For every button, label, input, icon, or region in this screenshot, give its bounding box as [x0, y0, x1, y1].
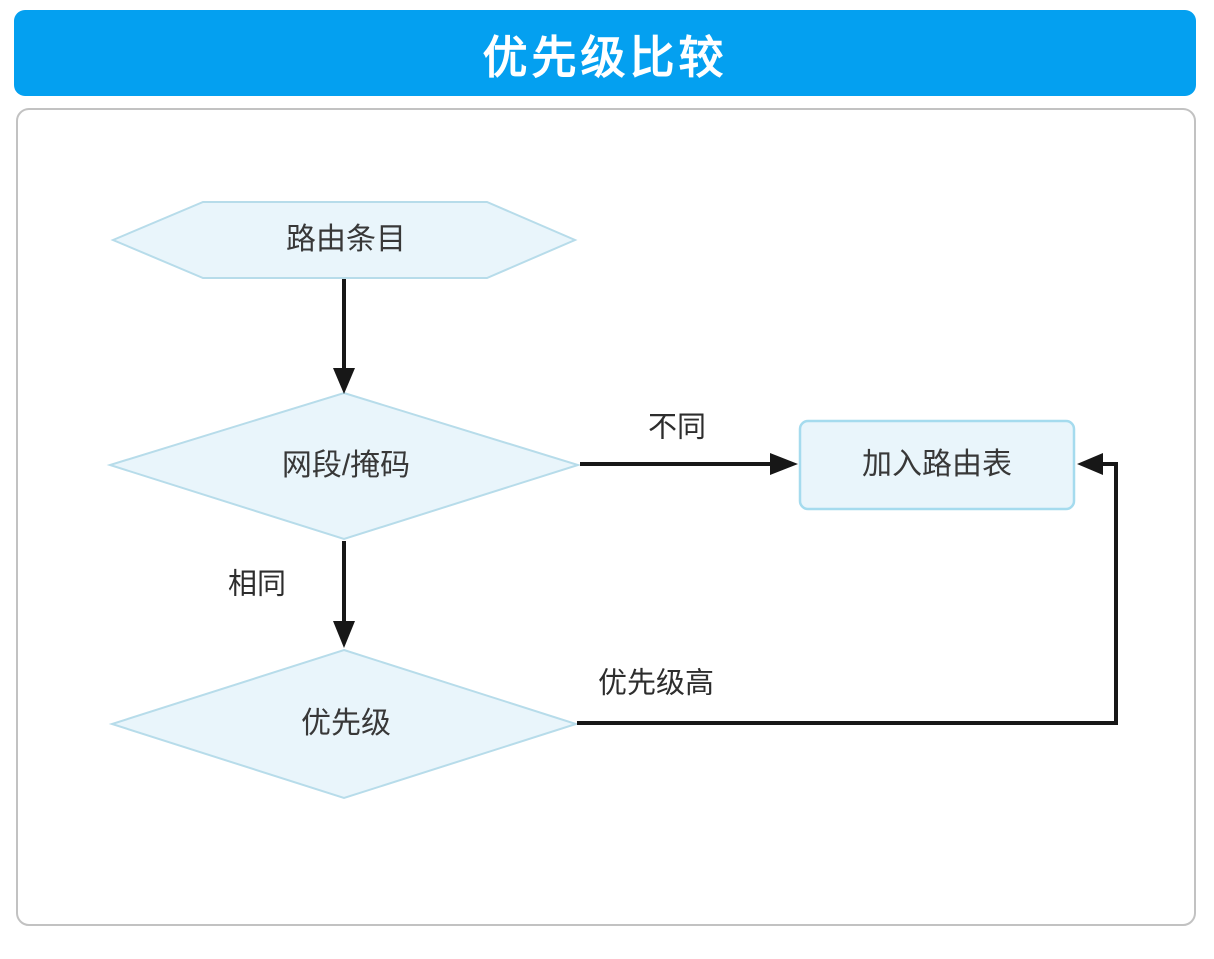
- node-add-route-table-label: 加入路由表: [862, 448, 1012, 481]
- arrowhead-down-icon: [333, 621, 355, 648]
- title-bar: 优先级比较: [14, 10, 1196, 96]
- node-priority-shape: [108, 648, 580, 800]
- node-route-entry-label: 路由条目: [286, 223, 406, 256]
- node-add-route-table-shape: [798, 419, 1076, 511]
- node-route-entry-shape: [110, 201, 578, 279]
- arrowhead-down-icon: [333, 368, 355, 394]
- arrowhead-right-icon: [770, 453, 798, 475]
- edge-label-same: 相同: [227, 568, 287, 601]
- edge-label-different: 不同: [647, 411, 707, 444]
- node-priority-label: 优先级: [301, 707, 391, 740]
- node-netmask-label: 网段/掩码: [281, 449, 411, 482]
- page-title: 优先级比较: [482, 32, 728, 83]
- edge-priority-to-add-route: [577, 462, 1118, 725]
- arrowhead-left-icon: [1077, 453, 1103, 475]
- edge-label-priority-high: 优先级高: [597, 667, 715, 700]
- node-netmask-shape: [106, 391, 582, 541]
